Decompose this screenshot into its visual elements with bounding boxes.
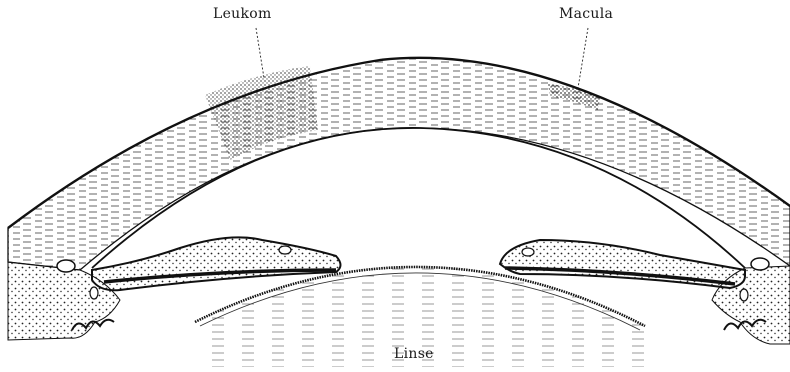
leukom-leader-line — [256, 28, 264, 78]
leukom-label: Leukom — [213, 6, 272, 22]
left-vessel — [90, 287, 98, 299]
left-iris-crypt — [279, 246, 291, 254]
macula-label: Macula — [559, 6, 613, 22]
cornea — [8, 58, 790, 270]
right-vessel — [740, 289, 748, 301]
left-schlemm-canal — [57, 260, 75, 272]
right-iris-crypt — [522, 248, 534, 256]
linse-label: Linse — [394, 346, 434, 362]
right-schlemm-canal — [751, 258, 769, 270]
macula-leader-line — [578, 28, 588, 88]
